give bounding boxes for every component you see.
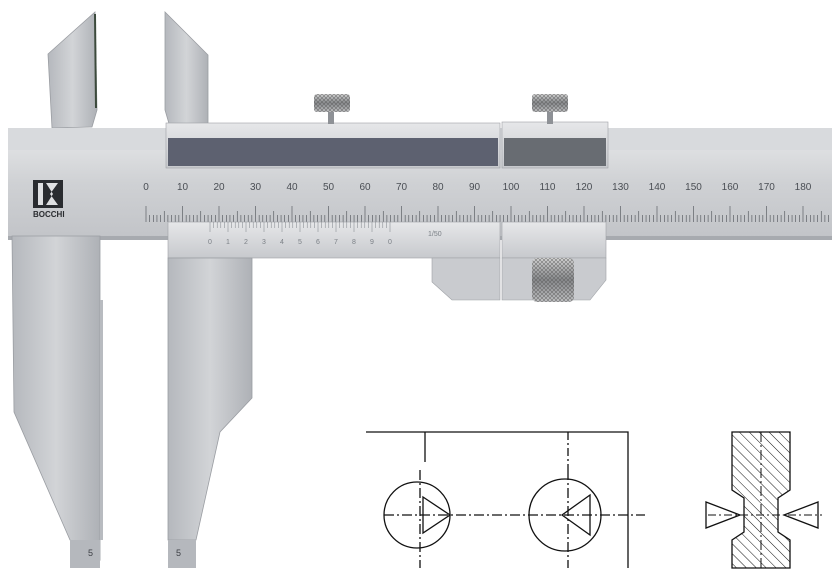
technical-drawing-section <box>705 431 822 569</box>
main-scale-label: 60 <box>359 182 371 193</box>
main-scale-label: 100 <box>503 182 520 193</box>
main-scale-label: 120 <box>576 182 593 193</box>
main-scale-label: 0 <box>143 182 149 193</box>
knurled-screw-icon[interactable] <box>532 94 568 124</box>
main-scale-label: 90 <box>469 182 481 193</box>
vernier-label: 6 <box>316 239 320 246</box>
main-scale-label: 140 <box>649 182 666 193</box>
gib-strip <box>168 138 498 166</box>
main-scale-label: 80 <box>432 182 444 193</box>
main-scale-label: 20 <box>213 182 225 193</box>
bocchi-logo-icon <box>33 180 63 208</box>
moving-jaw-stamp: 5 <box>176 548 181 558</box>
main-scale-labels: 0 10 20 30 40 50 60 70 80 90 100 110 120 130 140 150 160… <box>143 182 812 193</box>
technical-drawing-jaws <box>366 431 645 568</box>
vernier-label: 7 <box>334 239 338 246</box>
fine-adjust-lower <box>501 221 607 259</box>
moving-lower-jaw <box>167 257 253 541</box>
vernier-label: 4 <box>280 239 284 246</box>
main-scale-label: 180 <box>795 182 812 193</box>
main-scale-ticks <box>145 206 829 222</box>
vernier-ticks <box>209 222 391 232</box>
vernier-label: 5 <box>298 239 302 246</box>
main-scale-label: 130 <box>612 182 629 193</box>
main-scale-label: 70 <box>396 182 408 193</box>
vernier-label: 9 <box>370 239 374 246</box>
brand-name: BOCCHI <box>33 210 65 219</box>
main-scale-label: 10 <box>177 182 189 193</box>
vernier-label: 2 <box>244 239 248 246</box>
knurled-thumbwheel-icon[interactable] <box>532 258 574 302</box>
vernier-label: 8 <box>352 239 356 246</box>
main-scale-label: 150 <box>685 182 702 193</box>
vernier-resolution: 1/50 <box>428 231 442 238</box>
main-scale-label: 110 <box>540 182 556 193</box>
fixed-jaw-stamp: 5 <box>88 548 93 558</box>
vernier-label: 0 <box>208 239 212 246</box>
fixed-upper-jaw <box>47 11 98 129</box>
moving-upper-jaw <box>164 11 209 128</box>
main-scale-label: 50 <box>323 182 335 193</box>
main-scale-label: 30 <box>250 182 262 193</box>
main-scale-label: 40 <box>286 182 298 193</box>
knurled-screw-icon[interactable] <box>314 94 350 124</box>
vernier-label: 0 <box>388 239 392 246</box>
main-scale-label: 160 <box>722 182 739 193</box>
vernier-label: 3 <box>262 239 266 246</box>
vernier-labels: 0 1 2 3 4 5 6 7 8 9 0 <box>208 239 392 246</box>
vernier-plate <box>167 221 501 259</box>
vernier-label: 1 <box>226 239 230 246</box>
main-scale-label: 170 <box>758 182 775 193</box>
fixed-lower-jaw <box>11 235 101 561</box>
